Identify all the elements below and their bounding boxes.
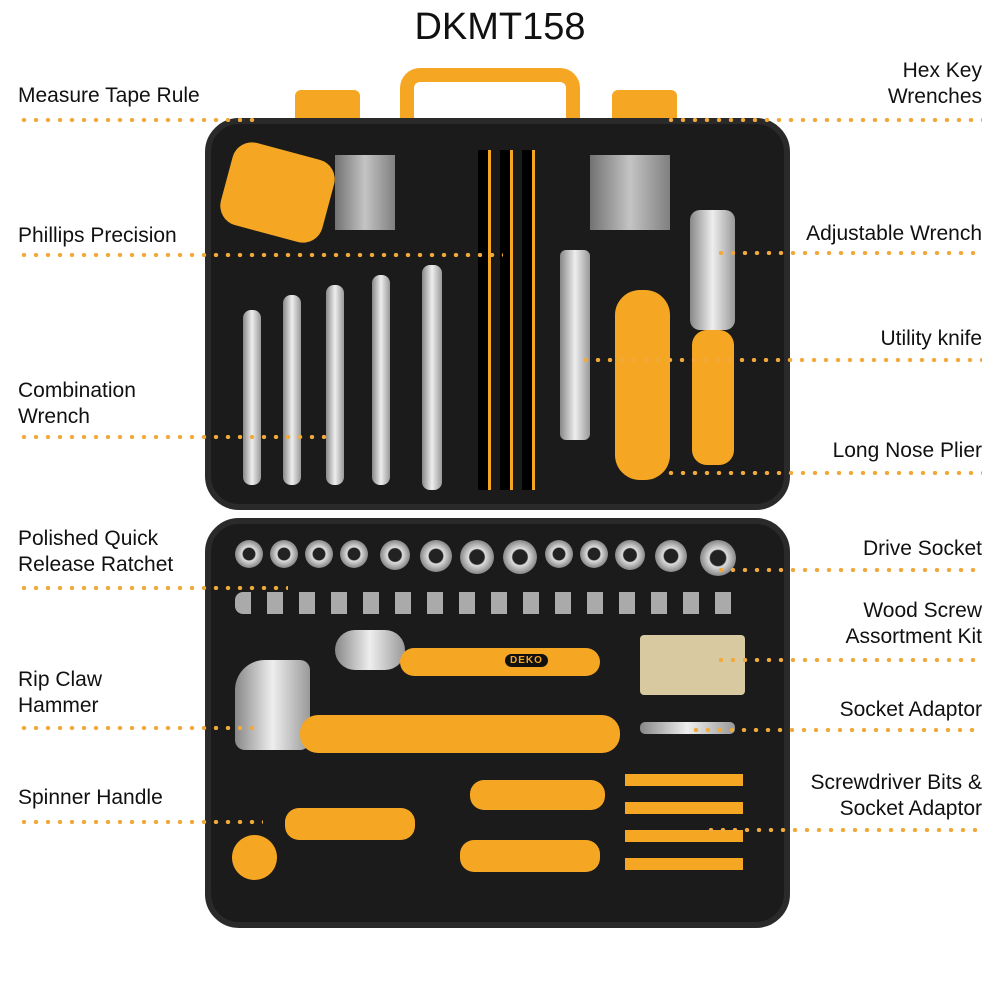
- drive-socket-row: [235, 540, 745, 576]
- label-line: Combination: [18, 379, 136, 402]
- leader-line: [18, 253, 503, 257]
- label-drive-socket: Drive Socket: [863, 536, 982, 562]
- label-line: Drive Socket: [862, 537, 982, 560]
- screwdriver-2: [460, 840, 600, 872]
- label-adjustable-wrench: Adjustable Wrench: [806, 221, 982, 247]
- spinner-knob: [232, 835, 277, 880]
- label-line: Screwdriver Bits &: [810, 771, 982, 794]
- leader-line: [18, 726, 258, 730]
- label-line: Release Ratchet: [18, 553, 174, 576]
- label-line: Phillips Precision: [18, 224, 177, 247]
- utility-knife: [560, 250, 590, 440]
- leader-line: [705, 828, 982, 832]
- hex-keys-left: [335, 155, 395, 230]
- label-measure-tape-rule: Measure Tape Rule: [18, 83, 200, 109]
- label-screwdriver-bits: Screwdriver Bits & Socket Adaptor: [810, 770, 982, 822]
- leader-line: [665, 118, 982, 122]
- leader-line: [18, 118, 256, 122]
- label-line: Utility knife: [880, 327, 982, 350]
- spinner-handle: [285, 808, 415, 840]
- label-line: Socket Adaptor: [839, 698, 982, 721]
- wrench-4: [372, 275, 390, 485]
- screwdriver-bits: [625, 760, 743, 870]
- label-long-nose-plier: Long Nose Plier: [833, 438, 982, 464]
- leader-line: [665, 471, 982, 475]
- wrench-5: [422, 265, 442, 490]
- leader-line: [18, 586, 288, 590]
- leader-line: [18, 820, 263, 824]
- label-line: Long Nose Plier: [832, 439, 982, 462]
- label-line: Wrench: [18, 405, 90, 428]
- label-line: Socket Adaptor: [839, 797, 982, 820]
- leader-line: [715, 568, 982, 572]
- label-spinner-handle: Spinner Handle: [18, 785, 163, 811]
- label-phillips-precision: Phillips Precision: [18, 223, 177, 249]
- long-nose-plier: [615, 290, 670, 480]
- label-socket-adaptor: Socket Adaptor: [840, 697, 982, 723]
- leader-line: [580, 358, 982, 362]
- adjustable-wrench-grip: [692, 330, 734, 465]
- wood-screw-kit: [640, 635, 745, 695]
- leader-line: [715, 658, 982, 662]
- product-title: DKMT158: [414, 6, 586, 48]
- wrench-1: [243, 310, 261, 485]
- label-line: Spinner Handle: [18, 786, 163, 809]
- screwdriver-1: [470, 780, 605, 810]
- label-line: Measure Tape Rule: [18, 84, 200, 107]
- adjustable-wrench: [690, 210, 735, 330]
- leader-line: [690, 728, 982, 732]
- wrench-2: [283, 295, 301, 485]
- small-socket-row: [235, 592, 745, 614]
- hammer-handle: [300, 715, 620, 753]
- label-line: Wood Screw: [863, 599, 982, 622]
- label-line: Wrenches: [887, 85, 982, 108]
- ratchet-brand-logo: DEKO: [505, 654, 548, 667]
- ratchet-handle: [400, 648, 600, 676]
- label-utility-knife: Utility knife: [880, 326, 982, 352]
- label-line: Polished Quick: [18, 527, 159, 550]
- leader-line: [715, 251, 982, 255]
- wrench-3: [326, 285, 344, 485]
- hex-keys-right: [590, 155, 670, 230]
- leader-line: [18, 435, 333, 439]
- hammer-head: [235, 660, 310, 750]
- label-line: Adjustable Wrench: [806, 222, 982, 245]
- label-line: Hex Key: [902, 59, 982, 82]
- label-line: Rip Claw: [18, 668, 103, 691]
- precision-screwdrivers: [478, 150, 538, 490]
- ratchet-head: [335, 630, 405, 670]
- label-line: Assortment Kit: [845, 625, 982, 648]
- label-line: Hammer: [18, 694, 99, 717]
